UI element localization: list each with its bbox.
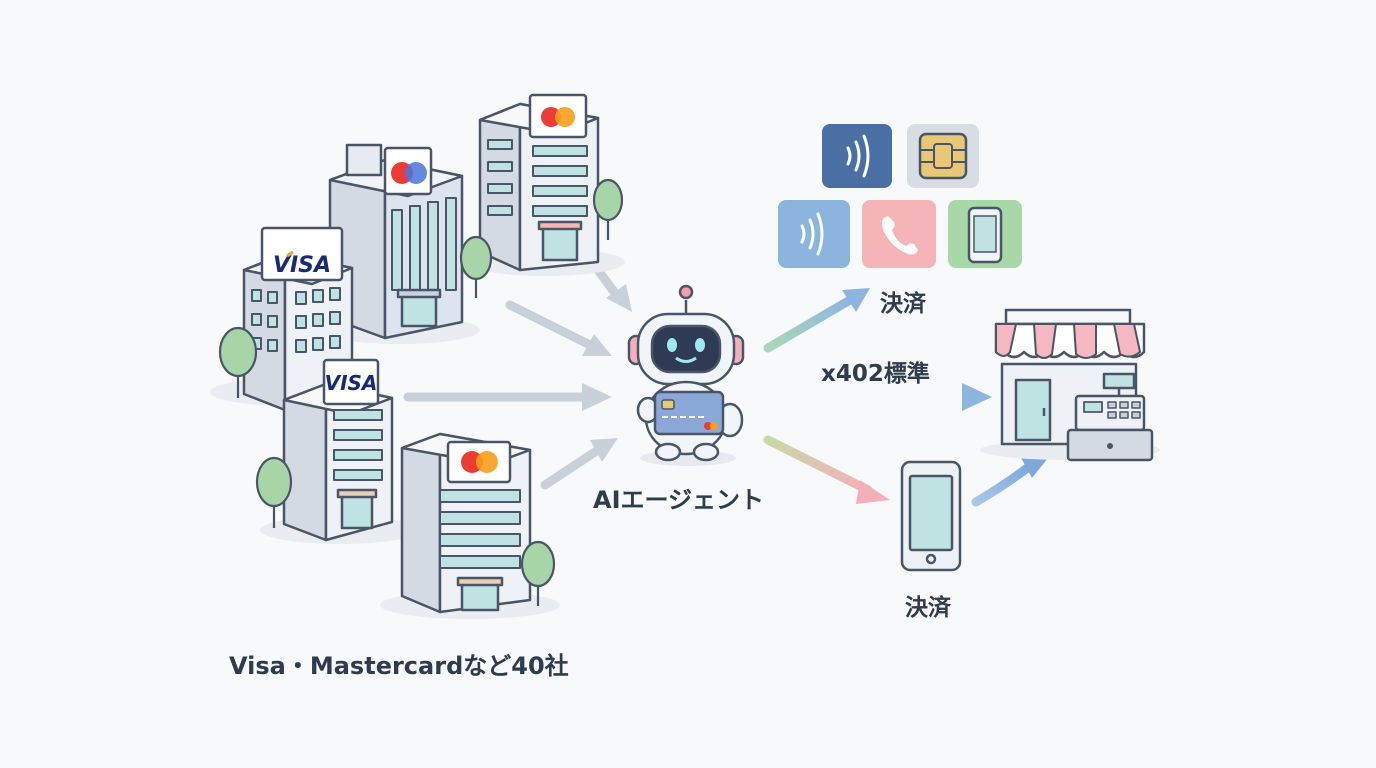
payment-label-top: 決済 [880, 291, 926, 317]
x402-standard-label: x402標準 [821, 361, 930, 387]
companies-label: Visa・Mastercardなど40社 [229, 652, 569, 680]
tree [255, 456, 293, 528]
arrowhead [856, 480, 890, 504]
contactless-icon [778, 200, 850, 268]
svg-text:VISA: VISA [325, 371, 378, 395]
arrow-smartphone-to-store [971, 461, 1035, 507]
phone-call-icon [862, 200, 936, 268]
emv-chip-icon [907, 124, 979, 188]
credit-card-icon [653, 390, 725, 436]
arrowhead [606, 284, 632, 312]
arrowhead [1020, 456, 1048, 478]
building-visa-lower: VISA [282, 358, 394, 542]
arrowhead [582, 383, 612, 411]
tree [592, 178, 624, 240]
arrowhead [590, 438, 618, 462]
tree [218, 326, 258, 398]
arrow-company-to-agent [540, 445, 603, 490]
arrowhead [962, 383, 992, 411]
tree [520, 540, 556, 606]
building-visa-left: VISA [242, 226, 354, 412]
company-arrowheads [582, 284, 632, 462]
building-mastercard-top [478, 93, 600, 272]
contactless-icon [822, 124, 892, 188]
tree [459, 235, 493, 298]
building-mastercard-front [400, 432, 532, 614]
door [541, 226, 579, 262]
arrow-agent-to-smartphone [763, 435, 873, 495]
svg-text:VISA: VISA [273, 253, 331, 278]
robot-icon [627, 284, 745, 466]
visa-logo [260, 226, 344, 282]
cash-register-icon [1066, 372, 1154, 462]
payment-label-bottom: 決済 [905, 595, 951, 621]
agent-arrows [763, 295, 1035, 507]
smartphone-icon [900, 460, 962, 572]
arrowhead [842, 288, 870, 312]
arrowhead [582, 334, 612, 356]
visa-logo [322, 358, 380, 406]
agent-arrowheads [842, 288, 1048, 504]
smartphone-icon [948, 200, 1022, 268]
arrow-company-to-agent [505, 300, 595, 350]
arrow-agent-to-payment-methods [763, 295, 855, 353]
ai-agent-label: AIエージェント [593, 486, 765, 514]
